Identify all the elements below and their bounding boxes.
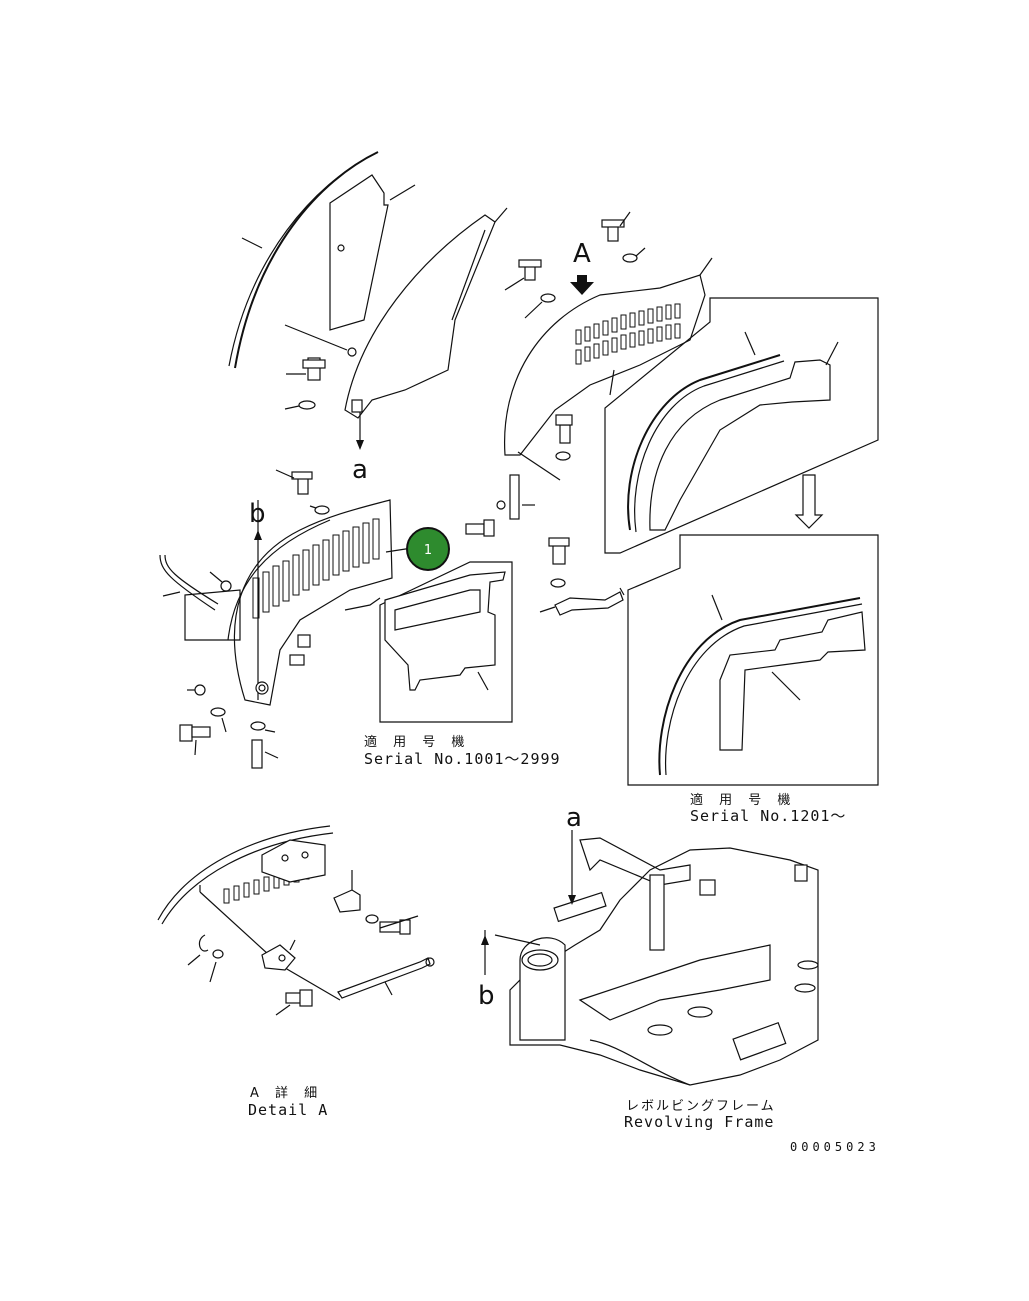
center-plate-box [379,561,513,723]
view-label-a-frame: a [566,803,582,833]
detail-box-upper-right [604,297,879,554]
grille-slots-middle [252,518,380,619]
view-label-b-frame: b [478,981,495,1011]
drawing-number: 00005023 [790,1140,880,1154]
revolving-frame-jp: レボルビングフレーム [626,1099,776,1114]
grille-slots-top [575,303,681,365]
view-label-a-top: a [352,455,368,485]
serial-note-2-en: Serial No.1201～ [690,807,846,825]
view-label-b-left: b [249,499,266,529]
detail-box-lower-right [627,534,879,786]
detail-a-en: Detail A [248,1101,328,1119]
middle-left-grille-assembly: b [159,469,413,769]
arrow-a-indicator: A [570,239,594,295]
serial-note-2-jp: 適 用 号 機 [690,792,796,808]
serial-note-1-en: Serial No.1001～2999 [364,750,561,768]
revolving-frame-en: Revolving Frame [624,1113,774,1131]
revolving-frame-drawing: a b [478,803,819,1086]
right-middle-bracket [539,537,625,616]
callout-1-number[interactable]: 1 [424,543,432,558]
upper-right-grille-assembly: A [465,211,713,537]
detail-a-drawing [157,825,435,1016]
upper-left-cover-assembly: a [228,151,508,485]
view-label-A-top: A [573,239,591,269]
callout-1-circle[interactable] [406,527,450,571]
serial-note-1-jp: 適 用 号 機 [364,734,470,750]
detail-a-jp: A 詳 細 [250,1085,323,1101]
callout-1[interactable]: 1 [406,527,450,571]
